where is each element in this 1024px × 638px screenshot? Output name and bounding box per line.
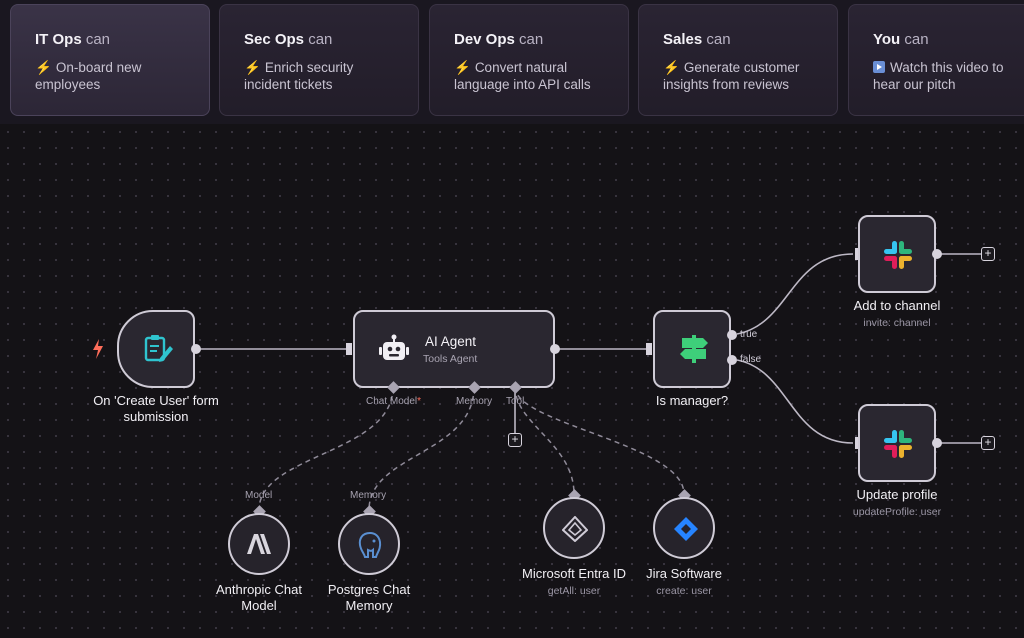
agent-title: AI Agent bbox=[425, 334, 477, 349]
agent-subtitle: Tools Agent bbox=[423, 353, 478, 365]
connection-wires bbox=[200, 253, 982, 511]
add-channel-label: Add to channel bbox=[853, 298, 941, 313]
false-branch-label: false bbox=[740, 354, 762, 365]
memory-port-label: Memory bbox=[456, 396, 493, 407]
signpost-icon bbox=[680, 335, 708, 363]
add-channel-subtitle: invite: channel bbox=[863, 317, 931, 329]
wire-tool-entra bbox=[514, 386, 575, 495]
node-jira-software[interactable] bbox=[653, 497, 715, 559]
jira-subtitle: create: user bbox=[656, 585, 712, 597]
use-case-bar: IT Ops can ⚡On-board new employees Sec O… bbox=[0, 0, 1024, 124]
memory-input-label: Memory bbox=[350, 490, 387, 501]
card-title: Sec Ops can bbox=[244, 31, 333, 48]
jira-label: Jira Software bbox=[646, 566, 722, 581]
use-case-card-sales[interactable]: Sales can ⚡Generate customer insights fr… bbox=[638, 4, 838, 116]
node-update-profile[interactable] bbox=[858, 404, 936, 482]
lightning-icon: ⚡ bbox=[663, 60, 680, 75]
node-form-trigger[interactable] bbox=[117, 310, 195, 388]
decision-false-handle[interactable] bbox=[727, 355, 737, 365]
card-description: ⚡On-board new employees bbox=[35, 60, 142, 92]
play-video-icon bbox=[873, 61, 885, 73]
robot-icon bbox=[379, 334, 409, 360]
trigger-label: On 'Create User' form submission bbox=[93, 393, 219, 424]
use-case-card-it-ops[interactable]: IT Ops can ⚡On-board new employees bbox=[10, 4, 210, 116]
decision-input-handle[interactable] bbox=[646, 343, 652, 355]
wire-false-update-profile bbox=[736, 359, 854, 444]
node-anthropic-chat-model[interactable] bbox=[228, 513, 290, 575]
add-channel-output-handle[interactable] bbox=[932, 249, 942, 259]
trigger-output-handle[interactable] bbox=[191, 344, 201, 354]
agent-output-handle[interactable] bbox=[550, 344, 560, 354]
node-postgres-chat-memory[interactable] bbox=[338, 513, 400, 575]
wire-true-add-channel bbox=[736, 253, 854, 335]
node-ai-agent[interactable]: AI Agent Tools Agent bbox=[353, 310, 555, 388]
true-branch-label: true bbox=[740, 329, 758, 340]
workflow-canvas[interactable]: On 'Create User' form submission AI Agen… bbox=[0, 124, 1024, 638]
wire-tool-jira bbox=[514, 386, 685, 495]
chat-model-port-label: Chat Model* bbox=[366, 396, 422, 407]
card-description: ⚡Generate customer insights from reviews bbox=[663, 60, 800, 92]
card-title: You can bbox=[873, 31, 929, 48]
use-case-card-sec-ops[interactable]: Sec Ops can ⚡Enrich security incident ti… bbox=[219, 4, 419, 116]
card-title: Dev Ops can bbox=[454, 31, 544, 48]
update-profile-output-handle[interactable] bbox=[932, 438, 942, 448]
lightning-icon: ⚡ bbox=[454, 60, 471, 75]
decision-label: Is manager? bbox=[655, 393, 729, 408]
node-is-manager[interactable] bbox=[653, 310, 731, 388]
postgres-elephant-icon bbox=[358, 531, 382, 558]
update-profile-subtitle: updateProfile: user bbox=[852, 506, 942, 518]
jira-icon bbox=[674, 517, 698, 541]
use-case-card-you[interactable]: You can Watch this video to hear our pit… bbox=[848, 4, 1024, 116]
card-description: Watch this video to hear our pitch bbox=[873, 60, 1004, 92]
wire-memory bbox=[368, 386, 475, 511]
entra-label: Microsoft Entra ID bbox=[521, 566, 627, 581]
wire-chat-model bbox=[258, 386, 394, 511]
anthropic-label: Anthropic Chat Model bbox=[216, 582, 302, 613]
card-description: ⚡Enrich security incident tickets bbox=[244, 60, 354, 92]
use-case-card-dev-ops[interactable]: Dev Ops can ⚡Convert natural language in… bbox=[429, 4, 629, 116]
add-channel-plus-button[interactable]: + bbox=[981, 247, 995, 261]
tool-port-label: Tool bbox=[506, 396, 525, 407]
card-title: IT Ops can bbox=[35, 31, 111, 48]
agent-input-handle[interactable] bbox=[346, 343, 352, 355]
entra-icon bbox=[562, 516, 588, 542]
model-input-label: Model bbox=[245, 490, 273, 501]
entra-subtitle: getAll: user bbox=[547, 585, 601, 597]
slack-icon bbox=[884, 241, 912, 269]
add-tool-plus-button[interactable]: + bbox=[508, 433, 522, 447]
card-description: ⚡Convert natural language into API calls bbox=[454, 60, 591, 92]
anthropic-icon bbox=[247, 534, 271, 554]
lightning-icon: ⚡ bbox=[35, 60, 52, 75]
node-microsoft-entra-id[interactable] bbox=[543, 497, 605, 559]
slack-icon bbox=[884, 430, 912, 458]
lightning-icon: ⚡ bbox=[244, 60, 261, 75]
update-profile-plus-button[interactable]: + bbox=[981, 436, 995, 450]
node-add-to-channel[interactable] bbox=[858, 215, 936, 293]
trigger-bolt-icon bbox=[93, 339, 103, 359]
decision-true-handle[interactable] bbox=[727, 330, 737, 340]
postgres-label: Postgres Chat Memory bbox=[327, 582, 411, 613]
card-title: Sales can bbox=[663, 31, 731, 48]
form-pencil-icon bbox=[144, 335, 173, 362]
update-profile-label: Update profile bbox=[856, 487, 938, 502]
